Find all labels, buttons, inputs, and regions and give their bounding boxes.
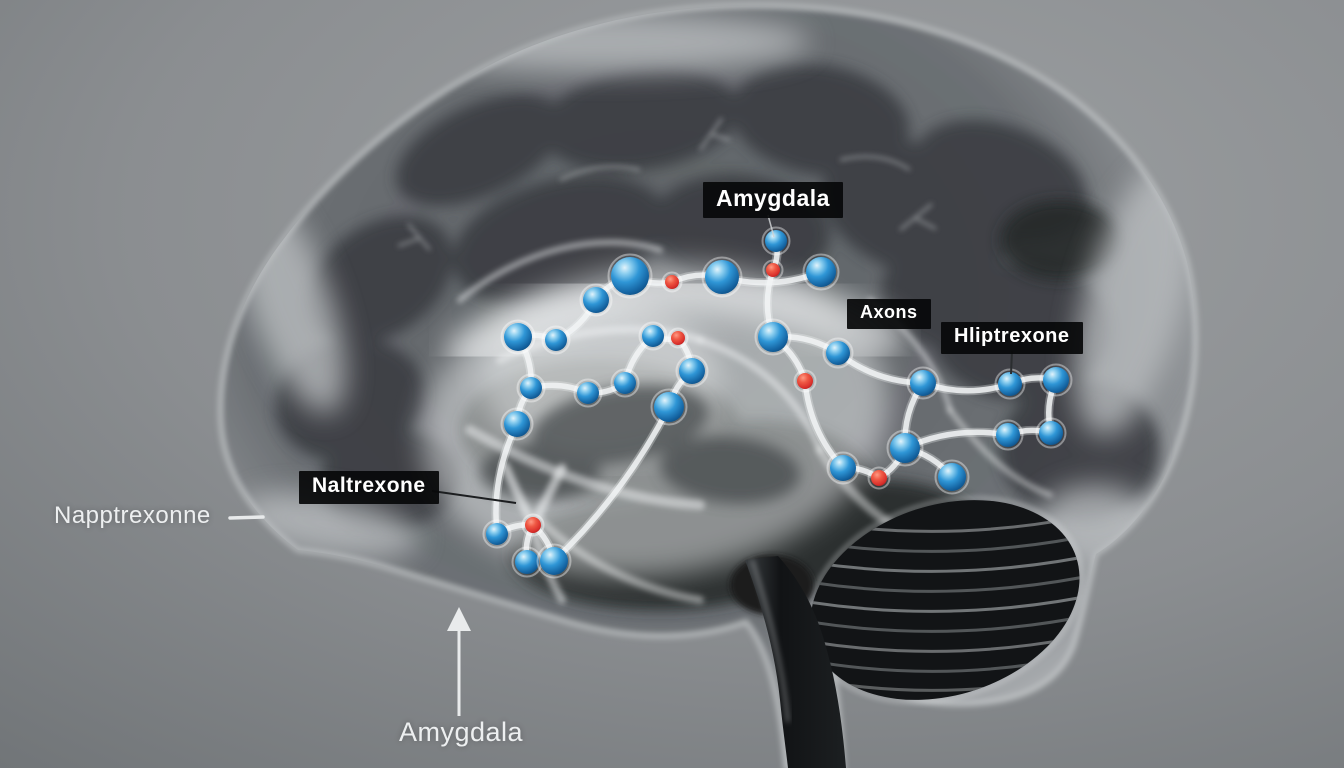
neuron-node: [830, 455, 856, 481]
neuron-node-halo: [906, 366, 940, 400]
neuron-node: [1039, 421, 1063, 445]
neuron-node-halo: [516, 373, 546, 403]
receptor-node: [665, 275, 679, 289]
neuron-node-halo: [992, 419, 1024, 451]
neuron-node-halo: [541, 325, 571, 355]
neuron-node: [758, 322, 788, 352]
neuron-node-halo: [886, 429, 924, 467]
receptor-node-halo: [521, 513, 545, 537]
receptor-node: [871, 470, 887, 486]
neuron-node: [996, 423, 1020, 447]
receptor-node: [766, 263, 780, 277]
neuron-node: [504, 323, 532, 351]
neuron-node-halo: [675, 354, 709, 388]
neuron-node-halo: [500, 319, 536, 355]
neuron-node: [642, 325, 664, 347]
neuron-node: [890, 433, 920, 463]
leader-dash-napptrexonne: [228, 515, 265, 520]
neuron-node: [614, 372, 636, 394]
neuron-node: [765, 230, 787, 252]
leader-line-amygdala-top: [767, 214, 775, 238]
neuron-node: [486, 523, 508, 545]
label-amygdala-top: Amygdala: [703, 182, 843, 218]
receptor-node-halo: [793, 369, 817, 393]
receptor-node-halo: [762, 259, 784, 281]
brainstem: [730, 555, 846, 768]
neuron-node: [938, 463, 966, 491]
neuron-node: [577, 382, 599, 404]
neuron-node-halo: [573, 378, 603, 408]
neuron-node-halo: [500, 407, 534, 441]
label-amygdala-bottom: Amygdala: [399, 717, 524, 747]
label-napptrexonne: Napptrexonne: [54, 502, 211, 529]
neuron-node-halo: [822, 337, 854, 369]
neuron-node-halo: [826, 451, 860, 485]
neuron-node: [806, 257, 836, 287]
neuron-node: [826, 341, 850, 365]
axon-tube: [551, 404, 672, 564]
neuron-node-halo: [802, 253, 840, 291]
neuron-node-halo: [1039, 363, 1073, 397]
neuron-node: [998, 372, 1022, 396]
neuron-node-halo: [701, 256, 743, 298]
neuron-node: [910, 370, 936, 396]
neuron-node-halo: [638, 321, 668, 351]
receptor-node-halo: [667, 327, 689, 349]
neuron-node-halo: [579, 283, 613, 317]
neuron-node: [504, 411, 530, 437]
neuron-node-halo: [536, 543, 572, 579]
neuron-node: [1043, 367, 1069, 393]
receptor-node: [525, 517, 541, 533]
neuron-node: [540, 547, 568, 575]
neuron-node: [515, 550, 539, 574]
neuron-node-halo: [1035, 417, 1067, 449]
neuron-node-halo: [610, 368, 640, 398]
neuron-node-halo: [607, 253, 653, 299]
receptor-node-halo: [661, 271, 683, 293]
neuron-node-halo: [994, 368, 1026, 400]
neuron-node-halo: [934, 459, 970, 495]
leader-line-hliptrexone: [1010, 350, 1013, 375]
neuron-node: [654, 392, 684, 422]
neuron-node: [679, 358, 705, 384]
leader-line-naltrexone: [431, 490, 517, 504]
neuron-node-halo: [754, 318, 792, 356]
neuron-node: [520, 377, 542, 399]
annotation-lines: [228, 214, 1013, 716]
neuron-node: [705, 260, 739, 294]
neuron-node: [611, 257, 649, 295]
label-axons: Axons: [847, 299, 931, 329]
label-hliptrexone: Hliptrexone: [941, 322, 1083, 354]
neuron-nodes-layer: [482, 226, 1073, 579]
label-naltrexone: Naltrexone: [299, 471, 439, 505]
neuron-node: [583, 287, 609, 313]
receptor-node: [671, 331, 685, 345]
neuron-node-halo: [761, 226, 791, 256]
neuron-node-halo: [650, 388, 688, 426]
receptor-node-halo: [867, 466, 891, 490]
receptor-node: [797, 373, 813, 389]
neuron-node-halo: [482, 519, 512, 549]
neuron-node: [545, 329, 567, 351]
